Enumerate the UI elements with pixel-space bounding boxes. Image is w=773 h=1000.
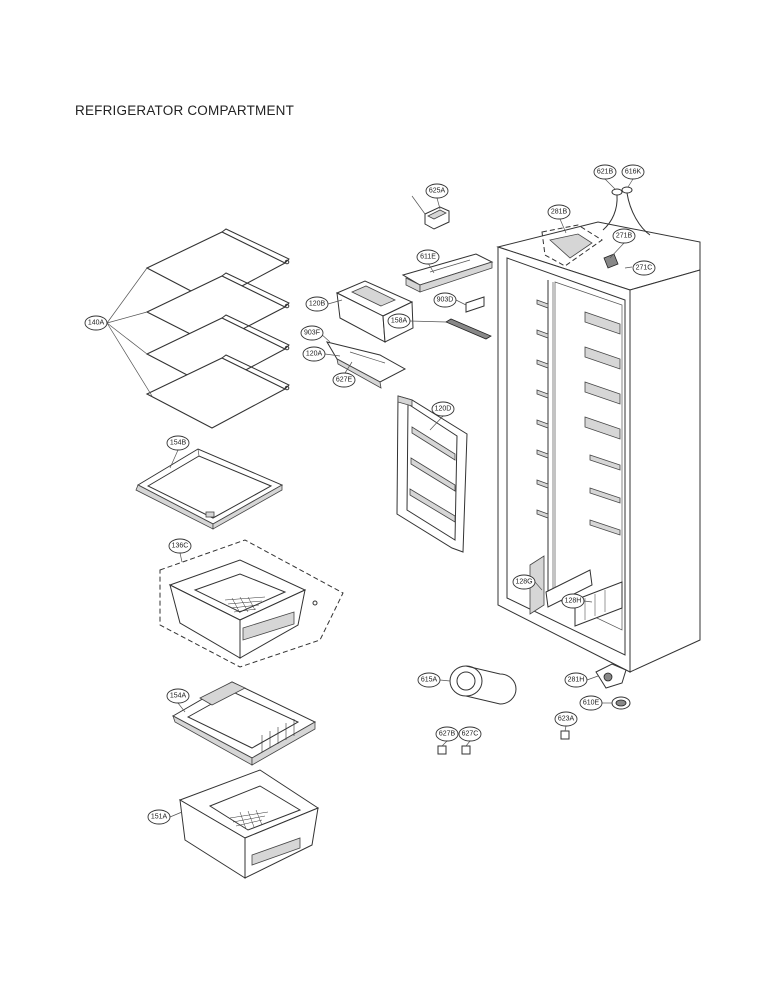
svg-text:151A: 151A: [151, 814, 168, 821]
part-callout[interactable]: 120B: [305, 296, 329, 312]
part-callout[interactable]: 621B: [593, 164, 617, 180]
svg-text:271B: 271B: [616, 233, 633, 240]
door-rail-panel[interactable]: [396, 395, 468, 553]
svg-text:621B: 621B: [597, 169, 614, 176]
glass-shelf[interactable]: [145, 354, 290, 429]
svg-text:903D: 903D: [437, 297, 454, 304]
part-callout[interactable]: 903D: [433, 292, 457, 308]
small-clip[interactable]: [461, 745, 471, 755]
part-callout[interactable]: 616K: [621, 164, 645, 180]
svg-text:120A: 120A: [306, 351, 323, 358]
part-callout[interactable]: 271C: [632, 260, 656, 276]
svg-text:136C: 136C: [172, 543, 189, 550]
svg-text:120B: 120B: [309, 301, 326, 308]
svg-text:610E: 610E: [583, 700, 600, 707]
small-clip[interactable]: [437, 745, 447, 755]
part-callout[interactable]: 627E: [332, 372, 356, 388]
svg-text:140A: 140A: [88, 320, 105, 327]
svg-text:120D: 120D: [435, 406, 452, 413]
part-callout[interactable]: 615A: [417, 672, 441, 688]
svg-text:271C: 271C: [636, 265, 653, 272]
control-cover[interactable]: [325, 341, 407, 389]
filter-cap[interactable]: [611, 696, 631, 710]
refrigerator-cabinet[interactable]: [496, 221, 701, 673]
svg-text:627B: 627B: [439, 731, 456, 738]
svg-text:281B: 281B: [551, 209, 568, 216]
part-callout[interactable]: 281B: [547, 204, 571, 220]
tape-roll[interactable]: [449, 665, 517, 705]
part-callout[interactable]: 627B: [435, 726, 459, 742]
part-callout[interactable]: 271B: [612, 228, 636, 244]
tube-fittings[interactable]: [602, 186, 651, 236]
svg-text:281H: 281H: [568, 677, 585, 684]
part-callouts: 621B 616K 625A 281B 271B 611E 271C 120B …: [84, 164, 656, 825]
part-callout[interactable]: 120D: [431, 401, 455, 417]
svg-text:623A: 623A: [558, 716, 575, 723]
glass-shelf-group: [145, 228, 290, 429]
part-callout[interactable]: 623A: [554, 711, 578, 727]
light-pad[interactable]: [465, 296, 485, 313]
part-callout[interactable]: 140A: [84, 315, 108, 331]
leader-lines: [106, 178, 634, 818]
svg-text:903F: 903F: [304, 330, 320, 337]
part-callout[interactable]: 120A: [302, 346, 326, 362]
drawer-assembly-outline: [159, 539, 344, 668]
part-callout[interactable]: 154B: [166, 435, 190, 451]
filter-housing[interactable]: [595, 663, 627, 689]
svg-text:615A: 615A: [421, 677, 438, 684]
crisper-drawer[interactable]: [168, 559, 318, 659]
svg-text:128H: 128H: [565, 598, 582, 605]
svg-text:128G: 128G: [515, 579, 532, 586]
lamp-socket[interactable]: [411, 195, 450, 230]
part-callout[interactable]: 611E: [416, 249, 440, 265]
small-clip[interactable]: [560, 730, 570, 740]
part-callout[interactable]: 158A: [387, 313, 411, 329]
svg-text:627C: 627C: [462, 731, 479, 738]
svg-text:616K: 616K: [625, 169, 642, 176]
part-callout[interactable]: 625A: [425, 183, 449, 199]
control-box[interactable]: [335, 280, 414, 343]
vegetable-drawer[interactable]: [178, 769, 320, 879]
part-callout[interactable]: 136C: [168, 538, 192, 554]
hinge-bracket[interactable]: [603, 253, 619, 269]
page-title: REFRIGERATOR COMPARTMENT: [75, 103, 295, 118]
part-callout[interactable]: 627C: [458, 726, 482, 742]
svg-text:158A: 158A: [391, 318, 408, 325]
svg-text:625A: 625A: [429, 188, 446, 195]
crisper-cover-frame[interactable]: [135, 448, 284, 530]
svg-text:611E: 611E: [420, 254, 436, 261]
svg-text:154A: 154A: [170, 693, 187, 700]
part-callout[interactable]: 151A: [147, 809, 171, 825]
led-strip[interactable]: [445, 318, 492, 340]
svg-text:627E: 627E: [336, 377, 353, 384]
part-callout[interactable]: 154A: [166, 688, 190, 704]
part-callout[interactable]: 903F: [300, 325, 324, 341]
drawer-cover-frame[interactable]: [171, 681, 317, 766]
part-callout[interactable]: 128H: [561, 593, 585, 609]
part-callout[interactable]: 281H: [564, 672, 588, 688]
lamp-cover[interactable]: [401, 253, 494, 293]
svg-text:154B: 154B: [170, 440, 187, 447]
part-callout[interactable]: 610E: [579, 695, 603, 711]
part-callout[interactable]: 128G: [512, 574, 536, 590]
